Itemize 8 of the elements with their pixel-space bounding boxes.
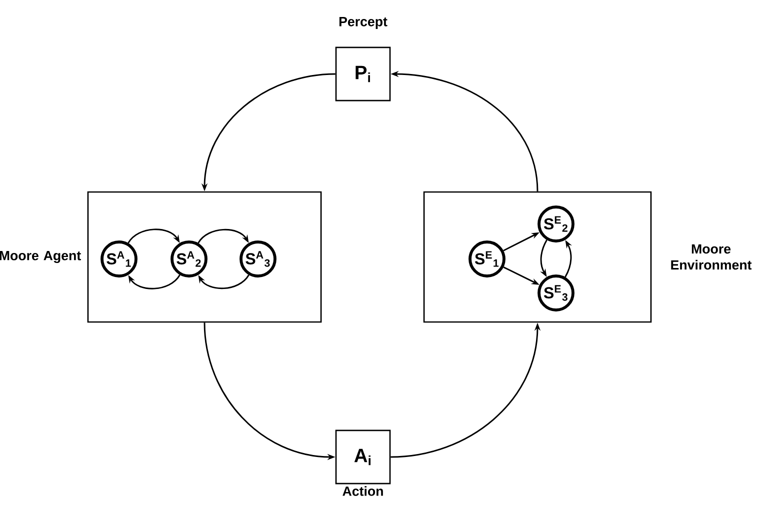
caption-label: Moore Agent [0, 251, 81, 263]
caption-label: Moore Environment [671, 244, 752, 270]
signal-box: A$_{i}$ [335, 430, 391, 484]
frame-box [87, 191, 322, 323]
frame-box [423, 191, 652, 323]
caption-label: Action [342, 486, 383, 496]
caption-label: Percept [339, 17, 388, 29]
signal-box: P$_{i}$ [335, 46, 391, 102]
